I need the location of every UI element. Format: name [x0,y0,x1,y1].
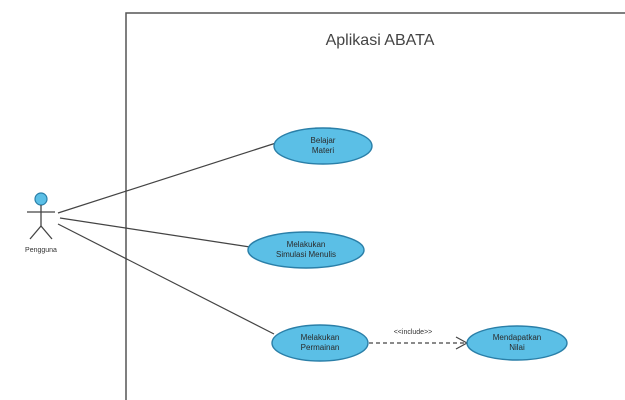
use-case-permainan[interactable]: Melakukan Permainan [271,324,369,362]
use-case-label-line2: Materi [312,146,334,155]
use-case-simulasi-menulis[interactable]: Melakukan Simulasi Menulis [247,231,365,269]
use-case-label-line1: Melakukan [287,240,326,249]
association-simulasi-menulis [59,217,251,248]
actor-head-icon [34,192,48,206]
use-case-label-line1: Belajar [311,136,336,145]
actor-left-leg [29,225,42,240]
use-case-belajar-materi[interactable]: Belajar Materi [273,127,373,165]
system-boundary [125,12,625,400]
system-title: Aplikasi ABATA [326,32,435,49]
association-permainan [57,223,275,335]
use-case-label-line2: Simulasi Menulis [276,250,336,259]
actor-right-leg [40,225,53,240]
use-case-ellipse[interactable] [466,325,568,361]
use-case-mendapatkan-nilai[interactable]: Mendapatkan Nilai [466,325,568,361]
actor-pengguna: Pengguna [25,192,57,254]
use-case-ellipse[interactable] [247,231,365,269]
use-case-label-line2: Nilai [509,343,525,352]
actor-label: Pengguna [25,247,57,254]
use-case-label-line1: Melakukan [301,333,340,342]
include-label: <<include>> [394,329,433,336]
association-belajar-materi [57,142,277,214]
use-case-label-line2: Permainan [301,343,340,352]
use-case-label-line1: Mendapatkan [493,333,541,342]
use-case-ellipse[interactable] [273,127,373,165]
use-case-ellipse[interactable] [271,324,369,362]
